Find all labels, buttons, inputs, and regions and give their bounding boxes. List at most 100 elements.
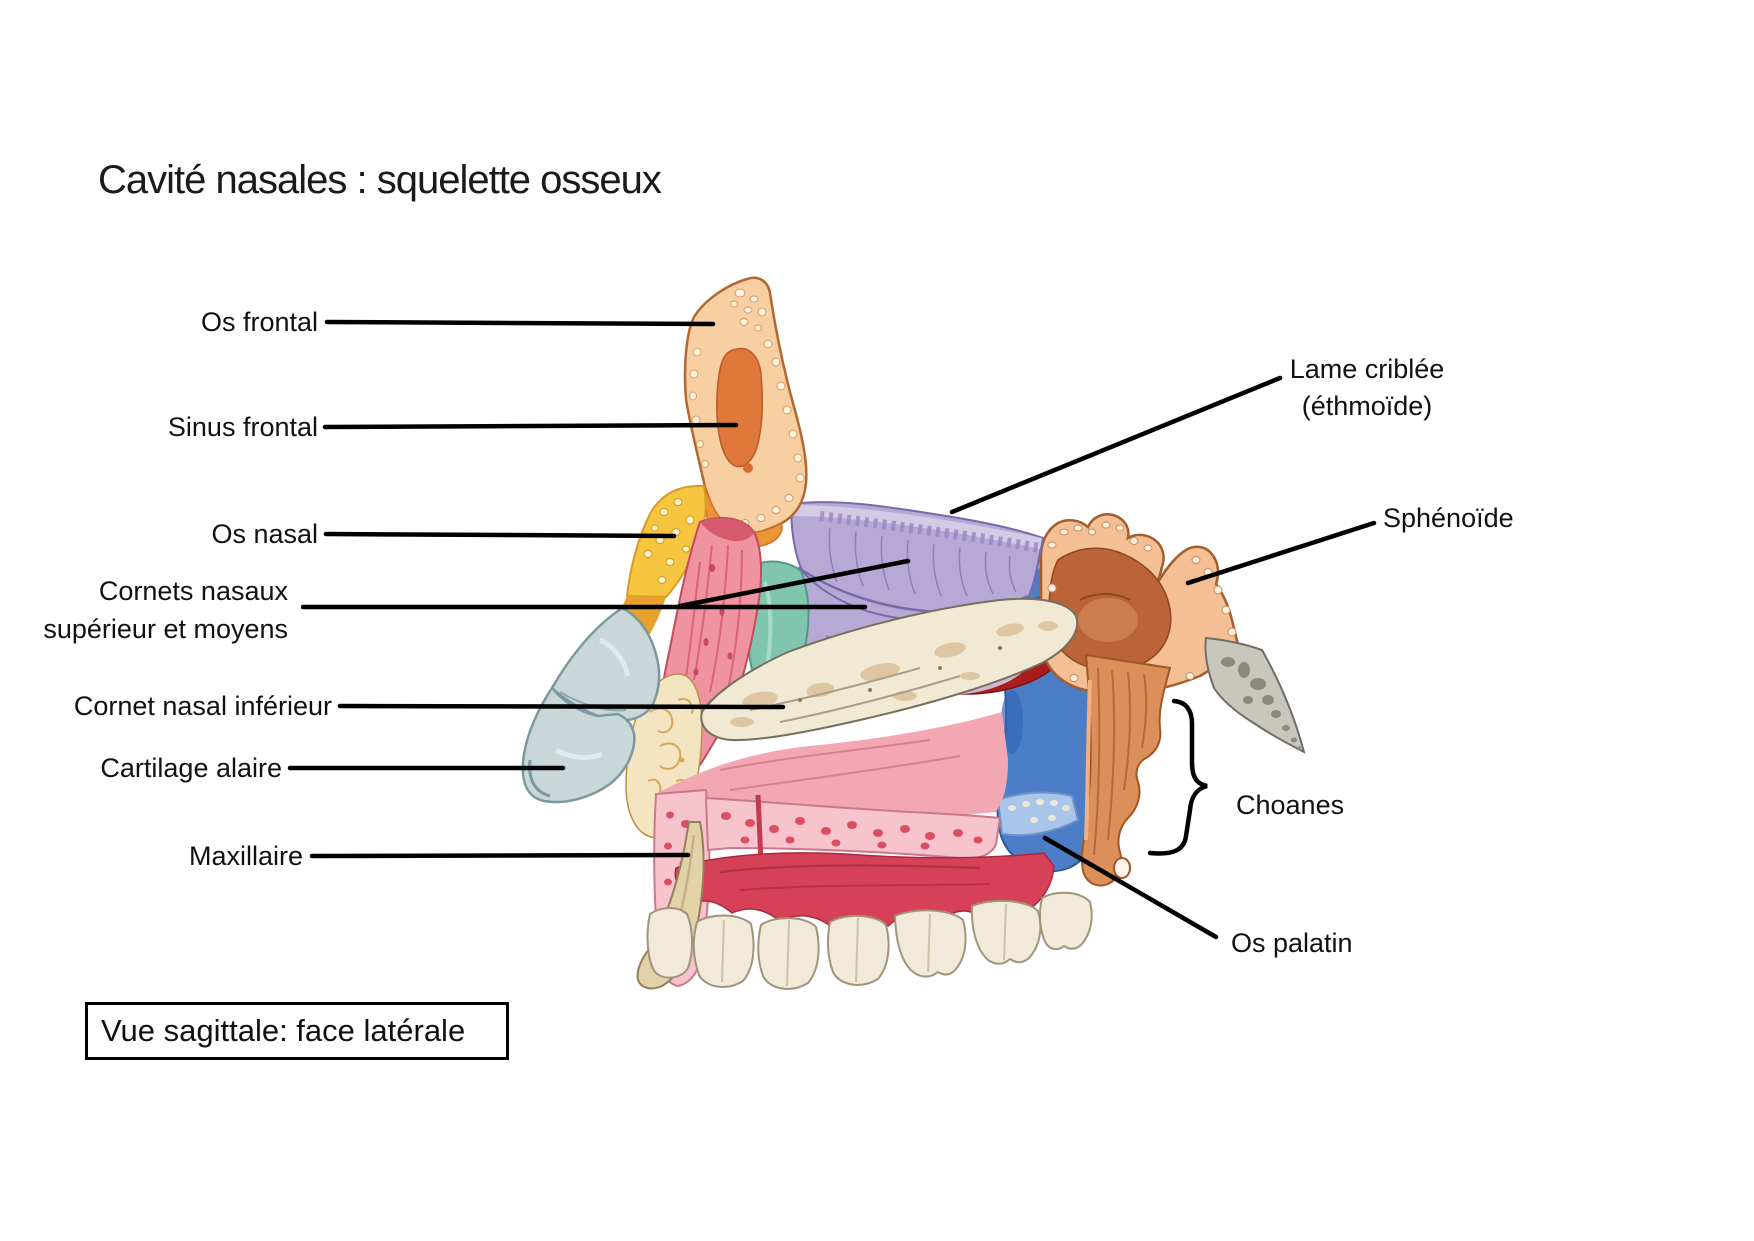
spongy-hole: [643, 550, 653, 558]
spongy-hole: [749, 295, 759, 303]
spongy-hole: [756, 514, 766, 522]
leader-os-frontal: [324, 319, 716, 327]
spongy-hole: [689, 369, 699, 379]
pterygoid-spot: [1271, 710, 1281, 718]
spongy-hole: [795, 473, 805, 483]
concha-dot: [998, 646, 1002, 650]
maxilla-body-region: [653, 712, 1055, 988]
spongy-pore: [785, 836, 795, 844]
page-title: Cavité nasales : squelette osseux: [98, 158, 662, 202]
pterygoid-spot: [1262, 695, 1274, 705]
concha-dot: [798, 698, 802, 702]
golden-swirl: [677, 698, 694, 715]
spongy-hole: [1069, 674, 1079, 682]
pink-streak: [693, 544, 713, 681]
concha-patch: [996, 623, 1024, 637]
spongy-hole: [1129, 537, 1139, 545]
spongy-pore: [900, 825, 910, 833]
label-os-frontal: Os frontal: [200, 307, 318, 337]
sphenoid-shell-region: [1039, 513, 1242, 695]
tooth: [646, 907, 693, 979]
spongy-hole: [788, 429, 798, 439]
leader-lines: [287, 319, 1377, 940]
teeth-region: [646, 891, 1093, 990]
maxilla-streak: [719, 739, 931, 771]
frontal-sinus-dot: [743, 463, 753, 473]
concha-dot: [938, 666, 942, 670]
tooth-molar: [1038, 891, 1093, 951]
palatine-striation: [1107, 669, 1116, 841]
spongy-hole: [1036, 799, 1044, 805]
spongy-hole: [1101, 521, 1111, 529]
palatine-striation: [1123, 671, 1132, 791]
concha-patch: [742, 691, 778, 709]
spongy-pore: [740, 836, 750, 844]
golden-dot: [679, 757, 685, 763]
tooth-crease: [855, 917, 859, 983]
ethmoid-striation: [828, 527, 838, 583]
spongy-pore: [769, 825, 779, 833]
spongy-hole: [682, 545, 690, 553]
pink-streak: [709, 544, 729, 693]
pterygoid-spot: [1238, 662, 1250, 678]
ethmoid-striation: [854, 531, 864, 587]
spongy-hole: [659, 508, 669, 516]
spongy-hole: [651, 524, 659, 532]
golden-swirl: [659, 742, 682, 770]
spongy-pore: [920, 842, 930, 850]
spongy-hole: [657, 576, 667, 584]
leader-os-palatin: [1042, 835, 1219, 940]
pterygoid-spot: [1291, 737, 1297, 743]
ethmoid-striation: [1008, 555, 1017, 593]
pink-spot: [727, 652, 733, 660]
spongy-hole: [1088, 528, 1096, 536]
palatine-foramen: [1113, 857, 1131, 879]
pterygoid-shape: [1204, 636, 1306, 754]
palatine-highlight: [1084, 679, 1092, 841]
label-lame-criblee: Lame criblée (éthmoïde): [1282, 351, 1452, 425]
spongy-hole: [685, 515, 695, 525]
label-lame-criblee-line1: Lame criblée: [1289, 354, 1445, 384]
tooth: [827, 915, 890, 986]
spongy-pore: [721, 812, 731, 820]
label-maxillaire: Maxillaire: [188, 841, 303, 871]
maxilla-canal-line: [755, 794, 764, 863]
sphenoid-sinus-lobe: [1078, 598, 1138, 642]
spongy-hole: [1143, 544, 1153, 552]
spongy-hole: [754, 324, 762, 332]
pink-spot: [719, 608, 725, 616]
pink-spot: [693, 668, 699, 676]
spongy-hole: [784, 494, 794, 502]
spongy-hole: [1185, 672, 1195, 680]
golden-swirl: [647, 778, 662, 794]
concha-patch: [1038, 621, 1058, 631]
spongy-pore: [873, 829, 883, 837]
spongy-hole: [692, 347, 702, 357]
spongy-hole: [1022, 801, 1030, 807]
spongy-hole: [1073, 524, 1083, 532]
spongy-hole: [739, 318, 749, 326]
leader-cornet-inferieur: [337, 703, 786, 710]
spongy-hole: [1047, 541, 1057, 549]
spongy-pore: [973, 836, 983, 844]
leader-cornets-branch: [677, 558, 911, 609]
spongy-hole: [757, 307, 767, 317]
label-cornets-nasaux: Cornets nasaux supérieur et moyens: [43, 572, 288, 648]
spongy-hole: [1221, 605, 1231, 615]
palate-texture: [739, 883, 991, 891]
spongy-pore: [664, 842, 672, 850]
pterygoid-spot: [1243, 696, 1253, 704]
palatine-striation: [1093, 667, 1101, 856]
tooth-crease: [721, 919, 725, 983]
sphenoid-shadow-patch: [1001, 690, 1023, 754]
spongy-hole: [734, 288, 746, 298]
spongy-hole: [763, 339, 773, 349]
palatine-striation: [1141, 673, 1148, 749]
leader-lame-criblee: [949, 375, 1283, 515]
spongy-pore: [831, 839, 841, 847]
spongy-pore: [664, 878, 672, 886]
concha-patch: [960, 672, 980, 680]
label-cornets-nasaux-line1: Cornets nasaux: [98, 576, 288, 606]
